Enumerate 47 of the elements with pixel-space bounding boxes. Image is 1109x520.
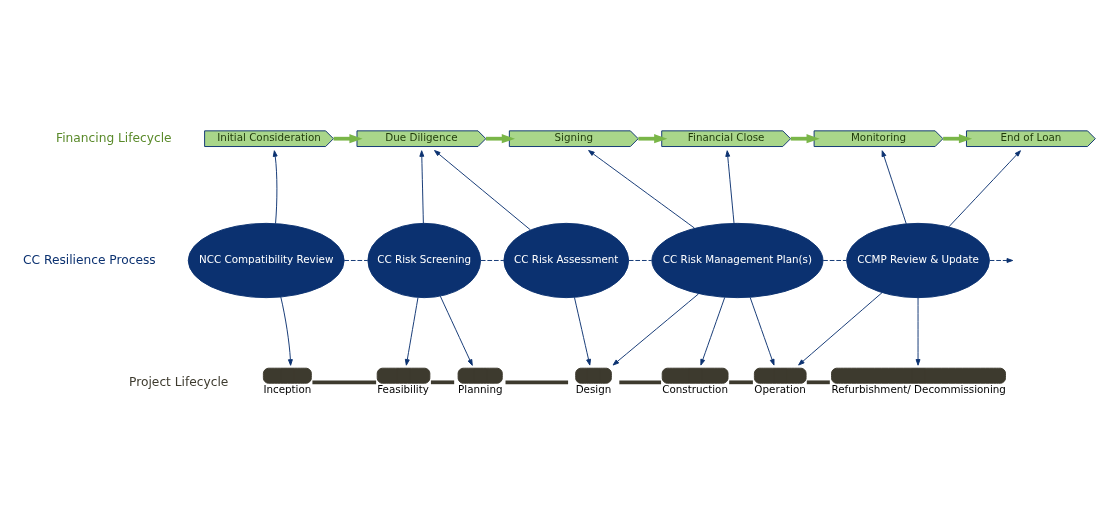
label: CC Resilience Process — [23, 252, 156, 267]
node-label: Refurbishment/ Decommissioning — [831, 382, 1006, 395]
connector — [480, 259, 505, 261]
connector — [822, 259, 847, 261]
connector — [628, 259, 653, 261]
arrow — [280, 296, 293, 366]
connector — [312, 379, 377, 384]
arrow — [434, 149, 531, 230]
arrow — [486, 133, 515, 143]
connector — [729, 379, 753, 384]
arrow — [790, 133, 820, 143]
arrow — [915, 296, 921, 366]
arrow — [943, 133, 973, 143]
node-ellipse: CC Risk Management Plan(s) — [651, 222, 824, 298]
arrow — [612, 292, 699, 366]
node-label: Feasibility — [377, 382, 429, 395]
connector — [619, 379, 662, 384]
connector — [806, 379, 830, 384]
arrow — [725, 149, 735, 224]
node-label: Planning — [458, 382, 503, 395]
label: Project Lifecycle — [129, 374, 229, 388]
node-ellipse: CC Risk Screening — [367, 222, 482, 298]
arrow — [881, 149, 907, 224]
arrow — [404, 296, 419, 366]
arrow — [798, 291, 883, 366]
arrow — [989, 257, 1014, 263]
node-label: Construction — [662, 382, 728, 395]
arrow — [419, 149, 425, 224]
node-ellipse: NCC Compatibility Review — [187, 222, 345, 298]
arrow — [638, 133, 668, 143]
arrow — [700, 296, 726, 366]
arrow — [948, 149, 1021, 227]
arrow — [439, 295, 473, 366]
node-label: Operation — [754, 382, 806, 395]
connector — [505, 379, 569, 384]
node-ellipse: CCMP Review & Update — [846, 222, 990, 298]
node-label: Inception — [263, 382, 312, 395]
connector — [430, 379, 455, 384]
arrow — [333, 133, 363, 143]
arrow — [588, 149, 695, 229]
arrow — [573, 296, 591, 366]
arrow — [749, 296, 775, 366]
node-ellipse: CC Risk Assessment — [503, 222, 630, 298]
connector — [343, 259, 369, 261]
node-label: Design — [575, 382, 612, 395]
arrow — [272, 149, 278, 224]
label: Financing Lifecycle — [56, 130, 172, 145]
